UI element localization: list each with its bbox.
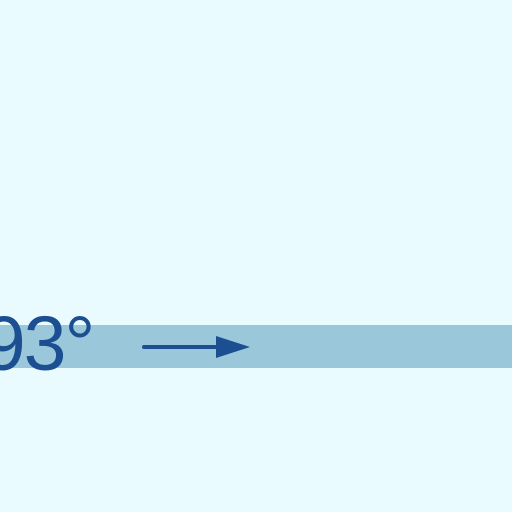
right-arrow-icon	[142, 336, 250, 358]
bearing-label: 093°	[0, 301, 95, 387]
arrow-head	[216, 336, 250, 358]
bearing-band	[0, 325, 512, 368]
